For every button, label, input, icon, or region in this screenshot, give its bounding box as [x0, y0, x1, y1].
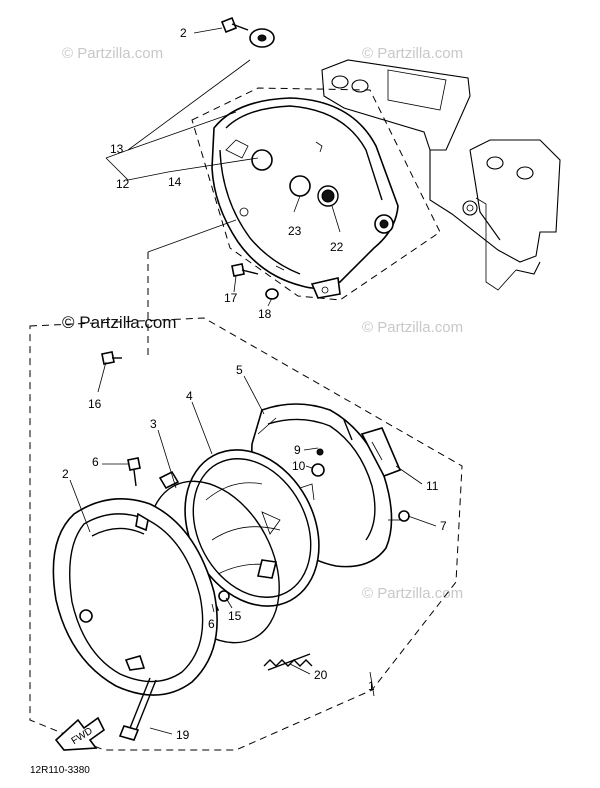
callout-14: 16 — [88, 397, 102, 411]
callout-16: 12 — [116, 177, 130, 191]
diagram-code: 12R110-3380 — [30, 765, 90, 776]
callout-6-upper: 6 — [92, 455, 99, 469]
adjust-spring-12 — [263, 653, 313, 671]
callout-20: 18 — [258, 307, 272, 321]
leader-lines — [69, 27, 437, 735]
callout-7: 15 — [228, 609, 242, 623]
callout-15: 11 — [426, 479, 439, 493]
callout-13: 7 — [440, 519, 447, 533]
callout-4: 4 — [186, 389, 193, 403]
callout-10: 10 — [292, 459, 306, 473]
callout-23: 23 — [288, 224, 302, 238]
front-direction-arrow: FWD — [54, 716, 106, 751]
bolt-and-grommet-top — [220, 16, 275, 48]
callout-19: 17 — [224, 291, 238, 305]
unit-assembly-outline — [29, 317, 463, 751]
watermark: © Partzilla.com — [362, 45, 463, 62]
callout-2-top: 2 — [180, 26, 187, 40]
callout-17: 13 — [110, 142, 124, 156]
callout-12: 20 — [314, 668, 328, 682]
sealed-beam-4 — [184, 449, 320, 607]
watermark: © Partzilla.com — [362, 319, 463, 336]
watermark-prominent: © Partzilla.com — [62, 313, 177, 332]
screw-11 — [118, 677, 157, 741]
callout-18: 14 — [168, 175, 182, 189]
rim-2 — [52, 498, 218, 696]
callout-5: 5 — [236, 363, 243, 377]
callout-22: 22 — [330, 240, 344, 254]
bolt-and-washer-19-20 — [231, 263, 279, 300]
callout-9: 9 — [294, 443, 301, 457]
housing-group-outline — [191, 87, 441, 301]
callout-labels: 2 13 12 14 23 22 17 18 16 5 4 3 6 2 9 10… — [62, 26, 447, 742]
callout-1: 1 — [368, 679, 375, 693]
watermark: © Partzilla.com — [62, 45, 163, 62]
callout-6-lower: 6 — [208, 617, 215, 631]
callout-11: 19 — [176, 728, 190, 742]
callout-2-rim: 2 — [62, 467, 69, 481]
frame-bracket — [321, 59, 561, 291]
callout-3: 3 — [150, 417, 157, 431]
bolt-14 — [101, 351, 122, 365]
screw-6 — [127, 457, 141, 487]
headlight-case — [211, 97, 399, 299]
watermark: © Partzilla.com — [362, 585, 463, 602]
